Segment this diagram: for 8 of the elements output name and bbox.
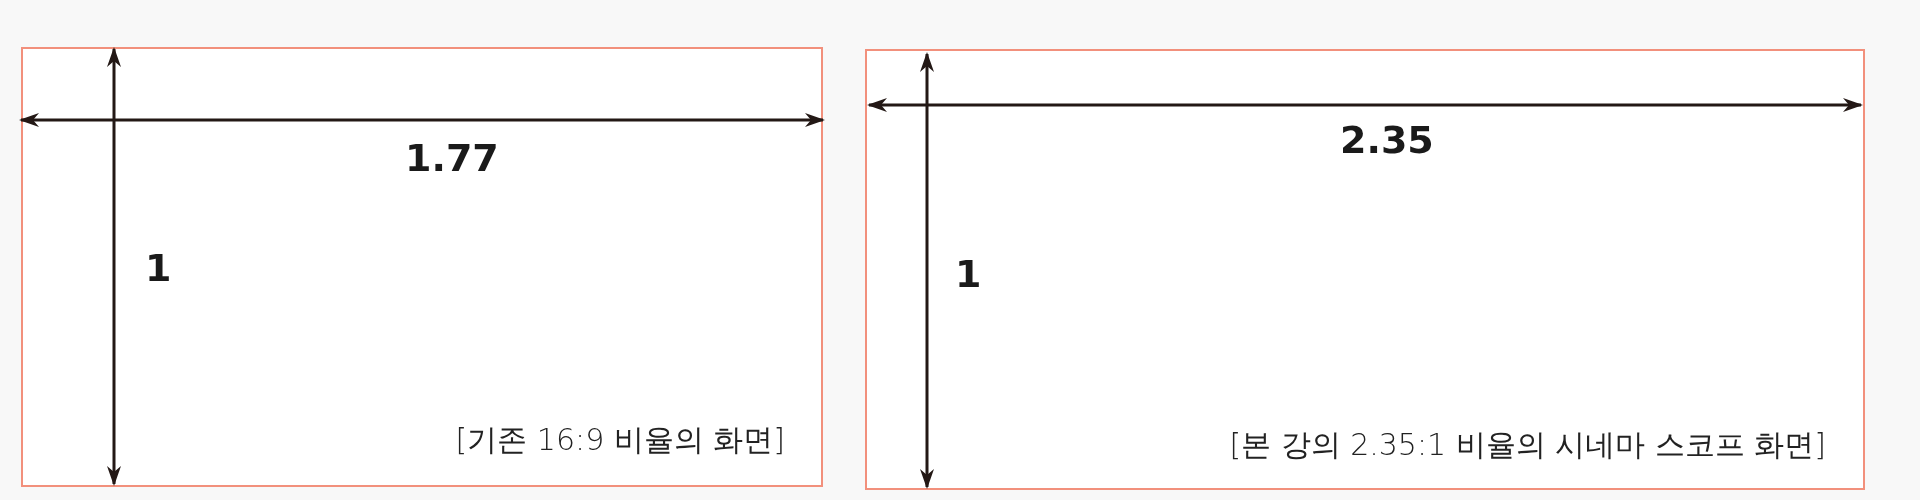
dimension-value: 1	[955, 252, 982, 296]
frame-label: [기존 16:9 비율의 화면]	[455, 421, 785, 459]
screen-frame	[865, 49, 1865, 490]
frame-label: [본 강의 2.35:1 비율의 시네마 스코프 화면]	[1229, 426, 1826, 464]
dimension-value: 1.77	[405, 136, 499, 180]
dimension-value: 2.35	[1340, 118, 1434, 162]
dimension-value: 1	[145, 246, 172, 290]
screen-frame	[21, 47, 823, 487]
